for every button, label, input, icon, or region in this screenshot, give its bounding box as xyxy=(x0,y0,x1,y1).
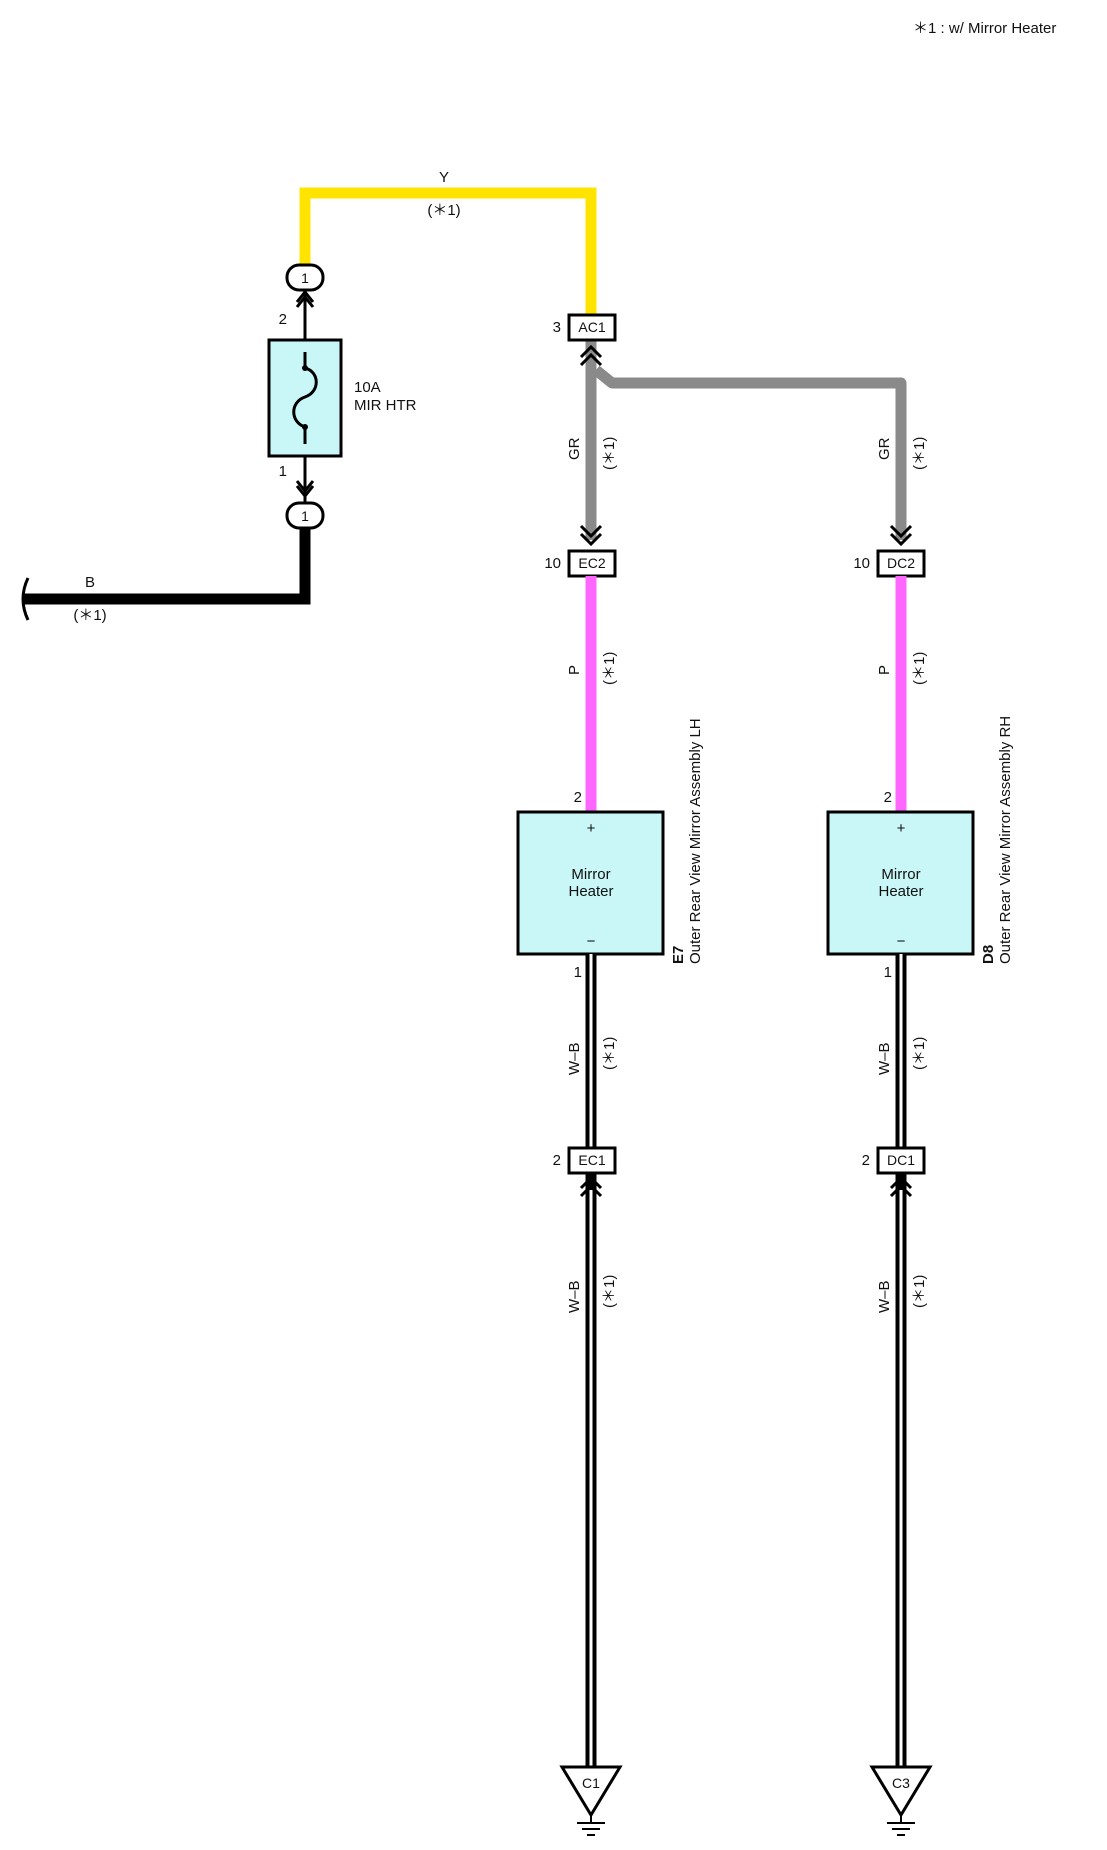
wire-p-right-color-label: P xyxy=(876,665,893,675)
fuse-element-dot-bottom xyxy=(302,424,308,430)
fuse-element-icon xyxy=(292,352,318,444)
fuse-rating: 10A xyxy=(354,379,381,396)
fuse-terminal-bottom-label: 1 xyxy=(301,508,309,524)
fuse-terminal-top xyxy=(285,263,325,292)
ac1-arrow xyxy=(579,344,603,367)
ground-c1-label: C1 xyxy=(582,1775,600,1791)
fuse-name: MIR HTR xyxy=(354,397,417,414)
mirror-heater-rh-minus: − xyxy=(897,933,906,950)
mirror-heater-lh-line2: Heater xyxy=(568,883,613,900)
mirror-heater-rh-plus: + xyxy=(897,820,906,837)
wire-p-left-color-label: P xyxy=(566,665,583,675)
connector-ac1-pin: 3 xyxy=(553,319,561,336)
connector-ec1 xyxy=(567,1146,617,1175)
fuse-terminal-bottom xyxy=(285,501,325,530)
mirror-heater-lh-pin-minus: 1 xyxy=(574,964,582,981)
fuse-pin-top: 2 xyxy=(279,311,287,328)
fuse-element-dot-top xyxy=(302,365,308,371)
mirror-heater-lh-line1: Mirror xyxy=(571,866,610,883)
mirror-rh-name: Outer Rear View Mirror Assembly RH xyxy=(997,716,1014,964)
mirror-heater-lh-minus: − xyxy=(587,933,596,950)
wire-p-left-note: (＊1) xyxy=(601,652,618,685)
wire-wb-right-upper-note: (＊1) xyxy=(911,1037,928,1070)
wire-b-note: (＊1) xyxy=(73,607,106,624)
mirror-heater-rh xyxy=(826,810,975,956)
mirror-rh-code: D8 xyxy=(980,945,997,964)
connector-dc2-name: DC2 xyxy=(887,555,915,571)
ground-c3 xyxy=(869,1765,933,1836)
wire-wb-right-lower-note: (＊1) xyxy=(911,1275,928,1308)
wire-y xyxy=(299,187,597,315)
ground-c3-label: C3 xyxy=(892,1775,910,1791)
connector-ec2-name: EC2 xyxy=(578,555,605,571)
ec2-arrow xyxy=(579,524,603,547)
mirror-heater-lh xyxy=(516,810,665,956)
dc1-arrow xyxy=(889,1175,913,1198)
legend-note: ＊1 : w/ Mirror Heater xyxy=(913,20,1056,37)
wire-gr-left-note: (＊1) xyxy=(601,437,618,470)
ec1-arrow xyxy=(579,1175,603,1198)
wire-wb-left-lower-color-label: W–B xyxy=(566,1280,583,1313)
mirror-heater-lh-pin-plus: 2 xyxy=(574,789,582,806)
dc2-arrow xyxy=(889,524,913,547)
connector-dc1-name: DC1 xyxy=(887,1152,915,1168)
wire-wb-right-upper-color-label: W–B xyxy=(876,1042,893,1075)
fuse-terminal-top-label: 1 xyxy=(301,270,309,286)
ground-c1 xyxy=(559,1765,623,1836)
connector-ac1-name: AC1 xyxy=(578,319,605,335)
mirror-heater-lh-plus: + xyxy=(587,820,596,837)
wire-gr-right xyxy=(592,365,907,540)
connector-dc1 xyxy=(876,1146,926,1175)
connector-ec2-pin: 10 xyxy=(544,555,561,572)
wire-y-color-label: Y xyxy=(439,169,449,186)
mirror-lh-code: E7 xyxy=(670,946,687,964)
connector-ec1-name: EC1 xyxy=(578,1152,605,1168)
connector-ac1 xyxy=(567,313,617,342)
wire-y-note: (＊1) xyxy=(427,202,460,219)
wire-gr-right-color-label: GR xyxy=(876,437,893,460)
wire-gr-left-color-label: GR xyxy=(566,437,583,460)
connector-ec1-pin: 2 xyxy=(553,1152,561,1169)
wire-p-right-note: (＊1) xyxy=(911,652,928,685)
mirror-lh-name: Outer Rear View Mirror Assembly LH xyxy=(687,718,704,964)
connector-dc2-pin: 10 xyxy=(853,555,870,572)
wire-b xyxy=(22,523,311,605)
mirror-heater-rh-line1: Mirror xyxy=(881,866,920,883)
fuse-bottom-arrow xyxy=(295,480,315,499)
wire-b-open-end xyxy=(21,577,30,621)
wire-wb-right-lower-color-label: W–B xyxy=(876,1280,893,1313)
wire-wb-left-upper-note: (＊1) xyxy=(601,1037,618,1070)
mirror-heater-rh-pin-plus: 2 xyxy=(884,789,892,806)
fuse-pin-bottom: 1 xyxy=(279,463,287,480)
connector-dc1-pin: 2 xyxy=(862,1152,870,1169)
wire-b-color-label: B xyxy=(85,574,95,591)
fuse-top-arrow xyxy=(295,289,315,308)
mirror-heater-rh-line2: Heater xyxy=(878,883,923,900)
mirror-heater-rh-pin-minus: 1 xyxy=(884,964,892,981)
wire-gr-right-note: (＊1) xyxy=(911,437,928,470)
wire-wb-left-lower-note: (＊1) xyxy=(601,1275,618,1308)
connector-ec2 xyxy=(567,549,617,578)
wire-wb-left-upper-color-label: W–B xyxy=(566,1042,583,1075)
